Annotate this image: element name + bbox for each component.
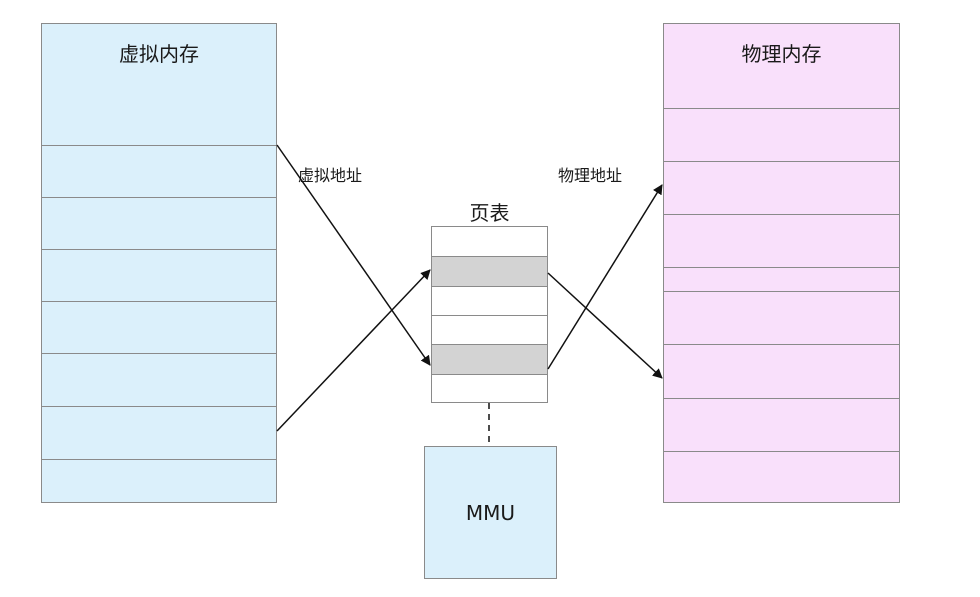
virtual-memory-title: 虚拟内存	[119, 42, 199, 66]
virtual-page-7	[42, 459, 276, 460]
physical-frame-7	[664, 398, 899, 399]
table-to-physical-frame-arrow	[547, 272, 663, 379]
physical-address-arrow	[547, 184, 663, 370]
physical-frame-8	[664, 451, 899, 452]
physical-frame-4	[664, 267, 899, 268]
virtual-page-4	[42, 301, 276, 302]
page-table	[431, 226, 548, 403]
virtual-memory-block: 虚拟内存	[41, 23, 277, 503]
physical-frame-1	[664, 108, 899, 109]
page-table-entry	[432, 374, 547, 404]
page-table-entry-highlighted	[432, 256, 547, 287]
physical-frame-6	[664, 344, 899, 345]
virtual-page-to-table-arrow	[276, 269, 431, 432]
virtual-address-label: 虚拟地址	[298, 166, 363, 185]
virtual-page-2	[42, 197, 276, 198]
physical-memory-title: 物理内存	[741, 42, 822, 66]
physical-address-label: 物理地址	[558, 166, 623, 185]
physical-frame-5	[664, 291, 899, 292]
physical-memory-block: 物理内存	[663, 23, 900, 503]
page-table-entry	[432, 286, 547, 316]
mmu-label: MMU	[465, 500, 516, 525]
page-table-entry-highlighted	[432, 344, 547, 375]
mmu-box: MMU	[424, 446, 557, 579]
virtual-page-5	[42, 353, 276, 354]
virtual-page-1	[42, 145, 276, 146]
physical-frame-2	[664, 161, 899, 162]
virtual-page-3	[42, 249, 276, 250]
page-table-entry	[432, 315, 547, 345]
virtual-page-6	[42, 406, 276, 407]
physical-frame-3	[664, 214, 899, 215]
page-table-title: 页表	[469, 201, 510, 225]
